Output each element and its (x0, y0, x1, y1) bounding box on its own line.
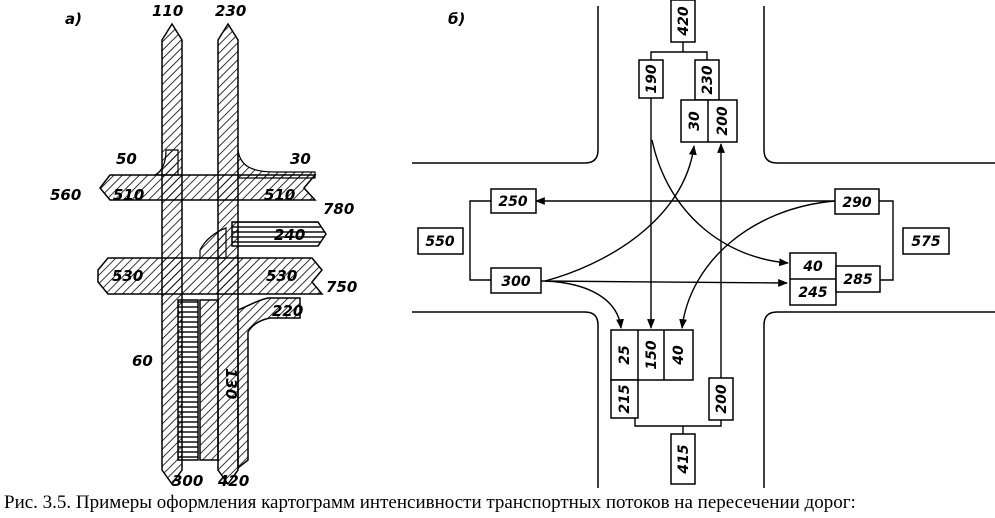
east-sum-box: 285 (843, 272, 872, 288)
flow-label-mid-vertical: 130 (222, 368, 240, 399)
curb-south-east (763, 311, 995, 488)
cartogram-figure: а) 110 230 50 30 560 510 510 780 240 530… (50, 0, 995, 490)
flow-label-lower-right-turn: 220 (272, 302, 303, 320)
flow-label-lower-left-flow: 530 (112, 267, 143, 285)
south-in-box-3: 40 (671, 345, 687, 366)
north-in-box-1: 30 (687, 111, 703, 131)
flow-label-lower-right-flow: 530 (266, 267, 297, 285)
curb-north-west (412, 6, 599, 164)
curb-north-east (763, 6, 995, 164)
north-total-box: 420 (676, 6, 692, 36)
east-upper-box: 290 (842, 195, 871, 211)
south-total-box: 415 (676, 444, 692, 474)
north-in-box-2: 200 (715, 106, 731, 135)
band-mid-lower (199, 299, 219, 461)
east-in-box-2: 245 (798, 285, 827, 301)
band-left-lower (177, 299, 199, 461)
curb-south-west (412, 311, 599, 488)
flow-label-top-left: 110 (152, 2, 183, 20)
flow-label-top-right: 230 (215, 2, 246, 20)
south-sum-left-box: 215 (617, 384, 633, 413)
east-total-box: 575 (911, 234, 940, 250)
south-in-box-1: 25 (617, 345, 633, 365)
panel-b-label: б) (448, 10, 465, 28)
west-upper-box: 250 (498, 194, 527, 210)
flow-label-upper-left-flow: 510 (113, 186, 144, 204)
band-right-turn (237, 297, 301, 470)
flow-label-upper-right-turn: 30 (290, 150, 311, 168)
flow-label-upper-left-turn: 50 (116, 150, 137, 168)
band-upper-right-secondary (231, 221, 327, 247)
flow-label-bottom-right: 420 (217, 472, 249, 490)
panel-a-label: а) (65, 10, 82, 28)
flow-label-upper-right-total: 780 (323, 200, 354, 218)
band-lower-main (97, 257, 324, 295)
south-right-box: 200 (714, 384, 730, 413)
flow-label-left-vertical: 60 (132, 352, 153, 370)
flow-label-lower-right-total: 750 (326, 278, 357, 296)
panel-a: а) 110 230 50 30 560 510 510 780 240 530… (50, 2, 357, 490)
band-left-upper (161, 22, 183, 486)
flow-label-bottom-left: 300 (172, 472, 203, 490)
band-right-upper (217, 22, 239, 486)
east-in-box-1: 40 (802, 259, 823, 275)
north-right-box: 230 (700, 65, 716, 94)
west-lower-box: 300 (501, 274, 530, 290)
panel-b: б) 420 190 230 30 200 250 (412, 0, 995, 488)
flow-label-upper-right-secondary: 240 (274, 226, 305, 244)
north-left-box: 190 (644, 64, 660, 93)
band-center-link (199, 227, 227, 259)
band-upper-left-turn (152, 149, 179, 176)
band-upper-right-turn (237, 149, 316, 179)
figure-caption: Рис. 3.5. Примеры оформления картограмм … (4, 492, 856, 513)
flow-label-upper-right-flow: 510 (264, 186, 295, 204)
flow-label-upper-left-total: 560 (50, 186, 81, 204)
south-in-box-2: 150 (644, 340, 660, 369)
west-total-box: 550 (425, 234, 454, 250)
band-upper-main (99, 174, 317, 201)
